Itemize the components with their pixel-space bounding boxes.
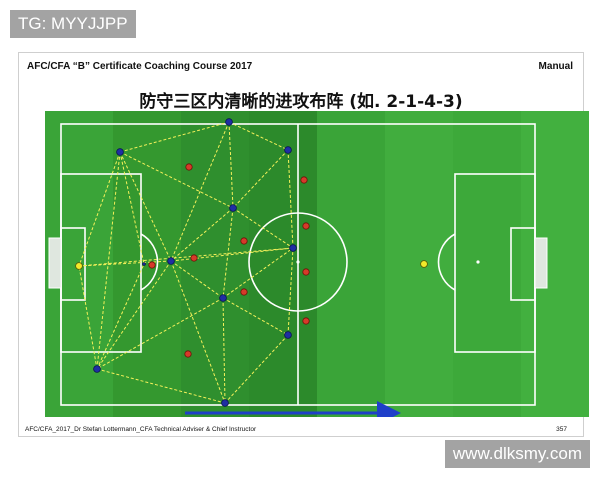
- passing-lines: [78, 121, 294, 404]
- red-player: [148, 261, 156, 269]
- watermark-bottom: www.dlksmy.com: [444, 440, 590, 468]
- red-player: [302, 222, 310, 230]
- page-number: 357: [556, 426, 567, 433]
- yellow-players: [75, 260, 428, 270]
- red-player: [300, 176, 308, 184]
- red-player: [302, 268, 310, 276]
- left-goal: [48, 237, 62, 289]
- pitch-svg: [45, 111, 589, 425]
- right-penalty-spot: [476, 260, 480, 264]
- red-player: [190, 254, 198, 262]
- red-player: [302, 317, 310, 325]
- pitch-diagram: [45, 111, 589, 425]
- slide-title: 防守三区内清晰的进攻布阵 (如. 2-1-4-3): [139, 92, 463, 112]
- blue-player: [229, 204, 237, 212]
- watermark-top: TG: MYYJJPP: [10, 10, 136, 38]
- red-player: [184, 350, 192, 358]
- left-goalkeeper: [75, 262, 83, 270]
- course-header: AFC/CFA “B” Certificate Coaching Course …: [27, 61, 253, 72]
- pitch-stripes: [45, 111, 589, 417]
- slide: AFC/CFA “B” Certificate Coaching Course …: [18, 52, 589, 437]
- blue-player: [221, 399, 229, 407]
- blue-players: [93, 118, 297, 407]
- red-players: [148, 163, 310, 358]
- footer-credit: AFC/CFA_2017_Dr Stefan Lottermann_CFA Te…: [25, 426, 257, 433]
- blue-player: [142, 262, 146, 266]
- blue-player: [284, 331, 292, 339]
- red-player: [240, 237, 248, 245]
- red-player: [240, 288, 248, 296]
- blue-player: [289, 244, 297, 252]
- blue-player: [284, 146, 292, 154]
- blue-player: [167, 257, 175, 265]
- right-goal: [534, 237, 548, 289]
- right-goalkeeper: [420, 260, 428, 268]
- center-spot: [296, 260, 300, 264]
- manual-label: Manual: [538, 61, 573, 72]
- red-player: [185, 163, 193, 171]
- blue-player: [219, 294, 227, 302]
- blue-player: [225, 118, 233, 126]
- blue-player: [116, 148, 124, 156]
- blue-player: [93, 365, 101, 373]
